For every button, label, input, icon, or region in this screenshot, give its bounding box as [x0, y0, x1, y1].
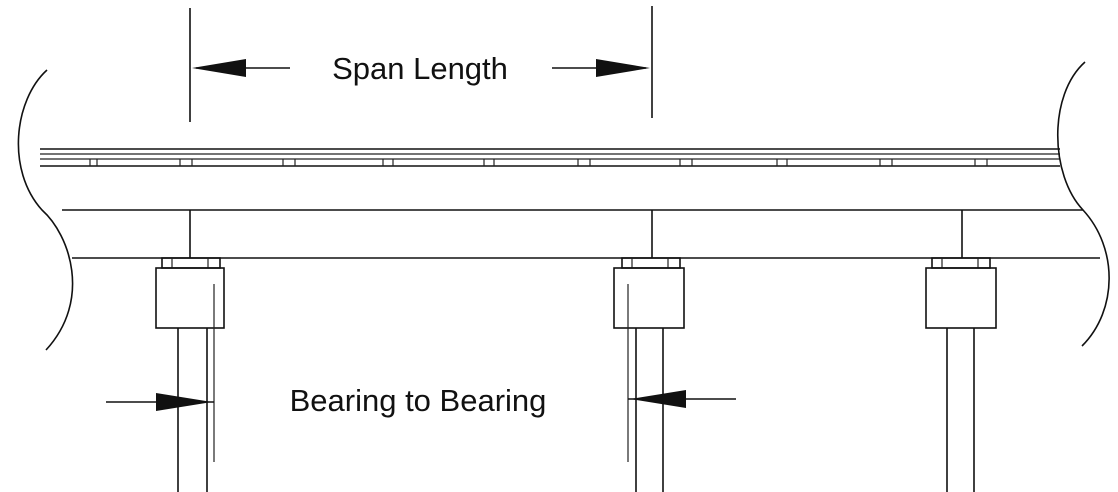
- break-lines: [17, 61, 1110, 351]
- pier-3-cap: [925, 267, 997, 329]
- bearing-to-bearing-dimension: Bearing to Bearing: [106, 383, 736, 418]
- span-length-dimension: Span Length: [189, 6, 653, 122]
- span-arrowhead-left: [192, 59, 246, 77]
- span-length-label: Span Length: [332, 51, 508, 86]
- bearing-arrowhead-left: [156, 393, 212, 411]
- bearing-arrowhead-right: [630, 390, 686, 408]
- pier-3-bearing-plate: [931, 257, 991, 269]
- bridge-deck: [40, 148, 1100, 259]
- span-arrowhead-right: [596, 59, 650, 77]
- bearing-to-bearing-label: Bearing to Bearing: [290, 383, 547, 418]
- pier-2-bearing-plate: [621, 257, 681, 269]
- pier-3: [925, 210, 997, 492]
- deck-ticks: [89, 159, 988, 166]
- break-line-left: [17, 69, 74, 351]
- pier-1: [155, 210, 225, 492]
- break-line-right: [1056, 61, 1110, 347]
- pier-1-cap: [155, 267, 225, 329]
- pier-2-cap: [613, 267, 685, 329]
- pier-2: [613, 210, 685, 492]
- pier-1-bearing-plate: [161, 257, 221, 269]
